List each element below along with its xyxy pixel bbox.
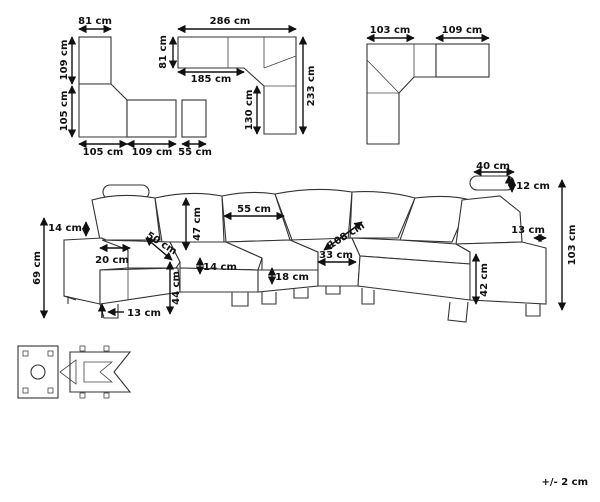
- label-103b: 103 cm: [567, 225, 578, 266]
- label-14b: 14 cm: [203, 262, 237, 273]
- label-42: 42 cm: [479, 263, 490, 297]
- back-cushion-left2: [154, 192, 225, 243]
- tolerance-note: +/- 2 cm: [541, 477, 588, 488]
- seat-left-front: [99, 267, 181, 305]
- label-13a: 13 cm: [511, 225, 545, 236]
- label-233: 233 cm: [306, 66, 317, 107]
- plan-overall: 286 cm 81 cm 185 cm 233 cm 130 cm: [158, 16, 317, 135]
- plan-modules: 81 cm 109 cm 105 cm 105 cm 109 cm 55 cm: [59, 16, 212, 158]
- label-185: 185 cm: [191, 74, 232, 85]
- label-109a: 109 cm: [59, 40, 70, 81]
- label-81: 81 cm: [78, 16, 112, 27]
- label-47: 47 cm: [192, 207, 203, 241]
- module-ottoman: [181, 99, 207, 138]
- seat-right-front: [357, 255, 471, 301]
- corner-outline: [366, 43, 437, 145]
- headrest-right: [469, 175, 515, 191]
- label-81b: 81 cm: [158, 35, 169, 69]
- back-cushion-end: [455, 195, 523, 245]
- plan-corner: 103 cm 109 cm: [366, 25, 490, 145]
- label-12: 12 cm: [516, 181, 550, 192]
- back-cushion-left: [91, 194, 161, 241]
- arm-right: [454, 241, 547, 305]
- label-130: 130 cm: [244, 90, 255, 131]
- back-cushion-right: [349, 191, 416, 239]
- label-44: 44 cm: [171, 271, 182, 305]
- label-286: 286 cm: [210, 16, 251, 27]
- label-14a: 14 cm: [48, 223, 82, 234]
- corner-right-seat: [435, 43, 490, 78]
- module-top: [78, 36, 112, 85]
- label-69: 69 cm: [32, 251, 43, 285]
- label-13b: 13 cm: [127, 308, 161, 319]
- label-33: 33 cm: [319, 250, 353, 261]
- sofa-elevation: [63, 175, 547, 323]
- label-105a: 105 cm: [59, 91, 70, 132]
- label-109c: 109 cm: [442, 25, 483, 36]
- label-20: 20 cm: [95, 255, 129, 266]
- label-18: 18 cm: [275, 272, 309, 283]
- module-corner: [78, 83, 128, 138]
- label-40: 40 cm: [476, 161, 510, 172]
- label-109b: 109 cm: [132, 147, 173, 158]
- label-103a: 103 cm: [370, 25, 411, 36]
- frame-block: [17, 345, 59, 399]
- label-55a: 55 cm: [178, 147, 212, 158]
- arrow-108: [323, 221, 363, 251]
- module-seat: [126, 99, 177, 138]
- back-cushion-right2: [399, 195, 471, 243]
- legs: [63, 286, 541, 323]
- label-105b: 105 cm: [83, 147, 124, 158]
- label-55b: 55 cm: [237, 204, 271, 215]
- frame-underside: [17, 345, 132, 399]
- arrow-50: [145, 237, 173, 261]
